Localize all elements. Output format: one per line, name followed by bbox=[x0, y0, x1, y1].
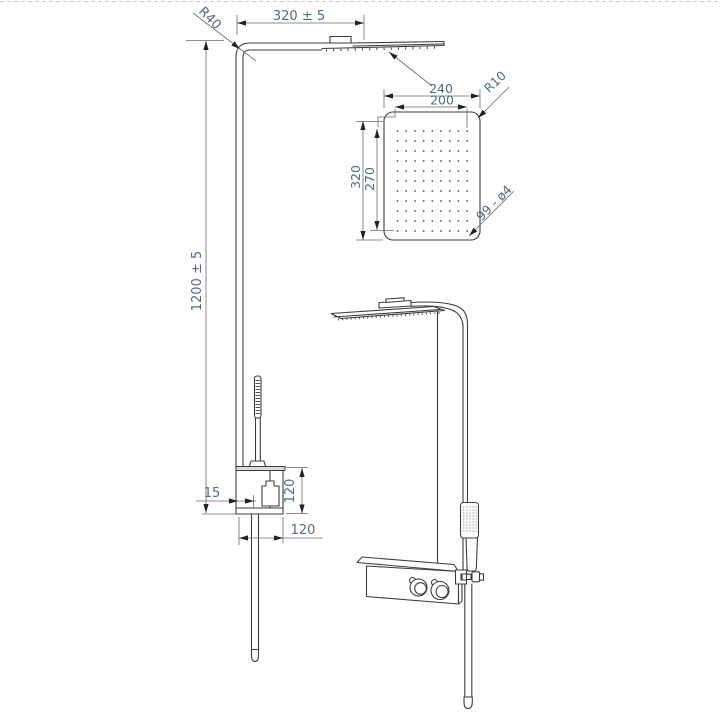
hand-shower-spray-grid bbox=[463, 506, 477, 532]
dim-valve-depth-label: 120 bbox=[291, 523, 316, 538]
head-detail-leader bbox=[388, 51, 433, 87]
dim-270-label: 270 bbox=[362, 167, 377, 191]
dim-320-label: 320 bbox=[348, 165, 363, 189]
dim-top-width-label: 320 ± 5 bbox=[273, 9, 325, 24]
knob-profile bbox=[261, 480, 280, 507]
dim-hole-field-width: 200 bbox=[377, 93, 468, 128]
dim-200-label: 200 bbox=[430, 93, 454, 108]
hand-shower-profile bbox=[248, 375, 267, 469]
dim-column-height: 1200 ± 5 bbox=[186, 40, 236, 515]
dim-outer-height: 320 bbox=[348, 121, 383, 241]
front-view bbox=[330, 297, 485, 710]
valve-body-profile bbox=[235, 466, 286, 663]
hand-shower-head bbox=[459, 501, 480, 539]
knob-right bbox=[430, 578, 450, 601]
dim-240-label: 240 bbox=[429, 81, 453, 96]
dim-offset: 15 bbox=[196, 486, 256, 508]
front-column bbox=[410, 301, 469, 572]
front-head-nozzles bbox=[337, 311, 441, 321]
dim-head-corner-radius: R10 bbox=[477, 68, 510, 119]
front-hand-shower bbox=[459, 501, 480, 572]
shower-column-profile bbox=[235, 35, 445, 468]
hand-shower-handle bbox=[465, 537, 479, 572]
front-hose bbox=[463, 583, 473, 710]
spray-hole-grid bbox=[396, 130, 468, 232]
dim-offset-label: 15 bbox=[204, 486, 221, 501]
pipe-end-cap bbox=[250, 648, 260, 663]
head-detail-view: 240 200 320 270 bbox=[348, 68, 515, 241]
dim-valve-height: 120 bbox=[283, 467, 308, 514]
dim-corner-radius: R40 bbox=[192, 4, 257, 62]
front-shelf bbox=[356, 556, 463, 605]
dim-valve-depth: 120 bbox=[238, 517, 323, 545]
dim-height-label: 1200 ± 5 bbox=[190, 251, 205, 312]
dim-r40-label: R40 bbox=[195, 4, 224, 33]
front-head bbox=[330, 297, 446, 321]
hand-shower-bracket bbox=[454, 569, 485, 585]
shower-head-face bbox=[383, 111, 481, 241]
hose-end-cap bbox=[463, 696, 473, 710]
knob-left bbox=[408, 576, 428, 597]
dim-valve-height-label: 120 bbox=[283, 479, 298, 504]
dim-top-width: 320 ± 5 bbox=[236, 9, 365, 40]
dim-hole-field-height: 270 bbox=[362, 129, 394, 231]
dim-outer-width: 240 bbox=[383, 81, 481, 108]
head-mount-tab bbox=[329, 35, 352, 44]
